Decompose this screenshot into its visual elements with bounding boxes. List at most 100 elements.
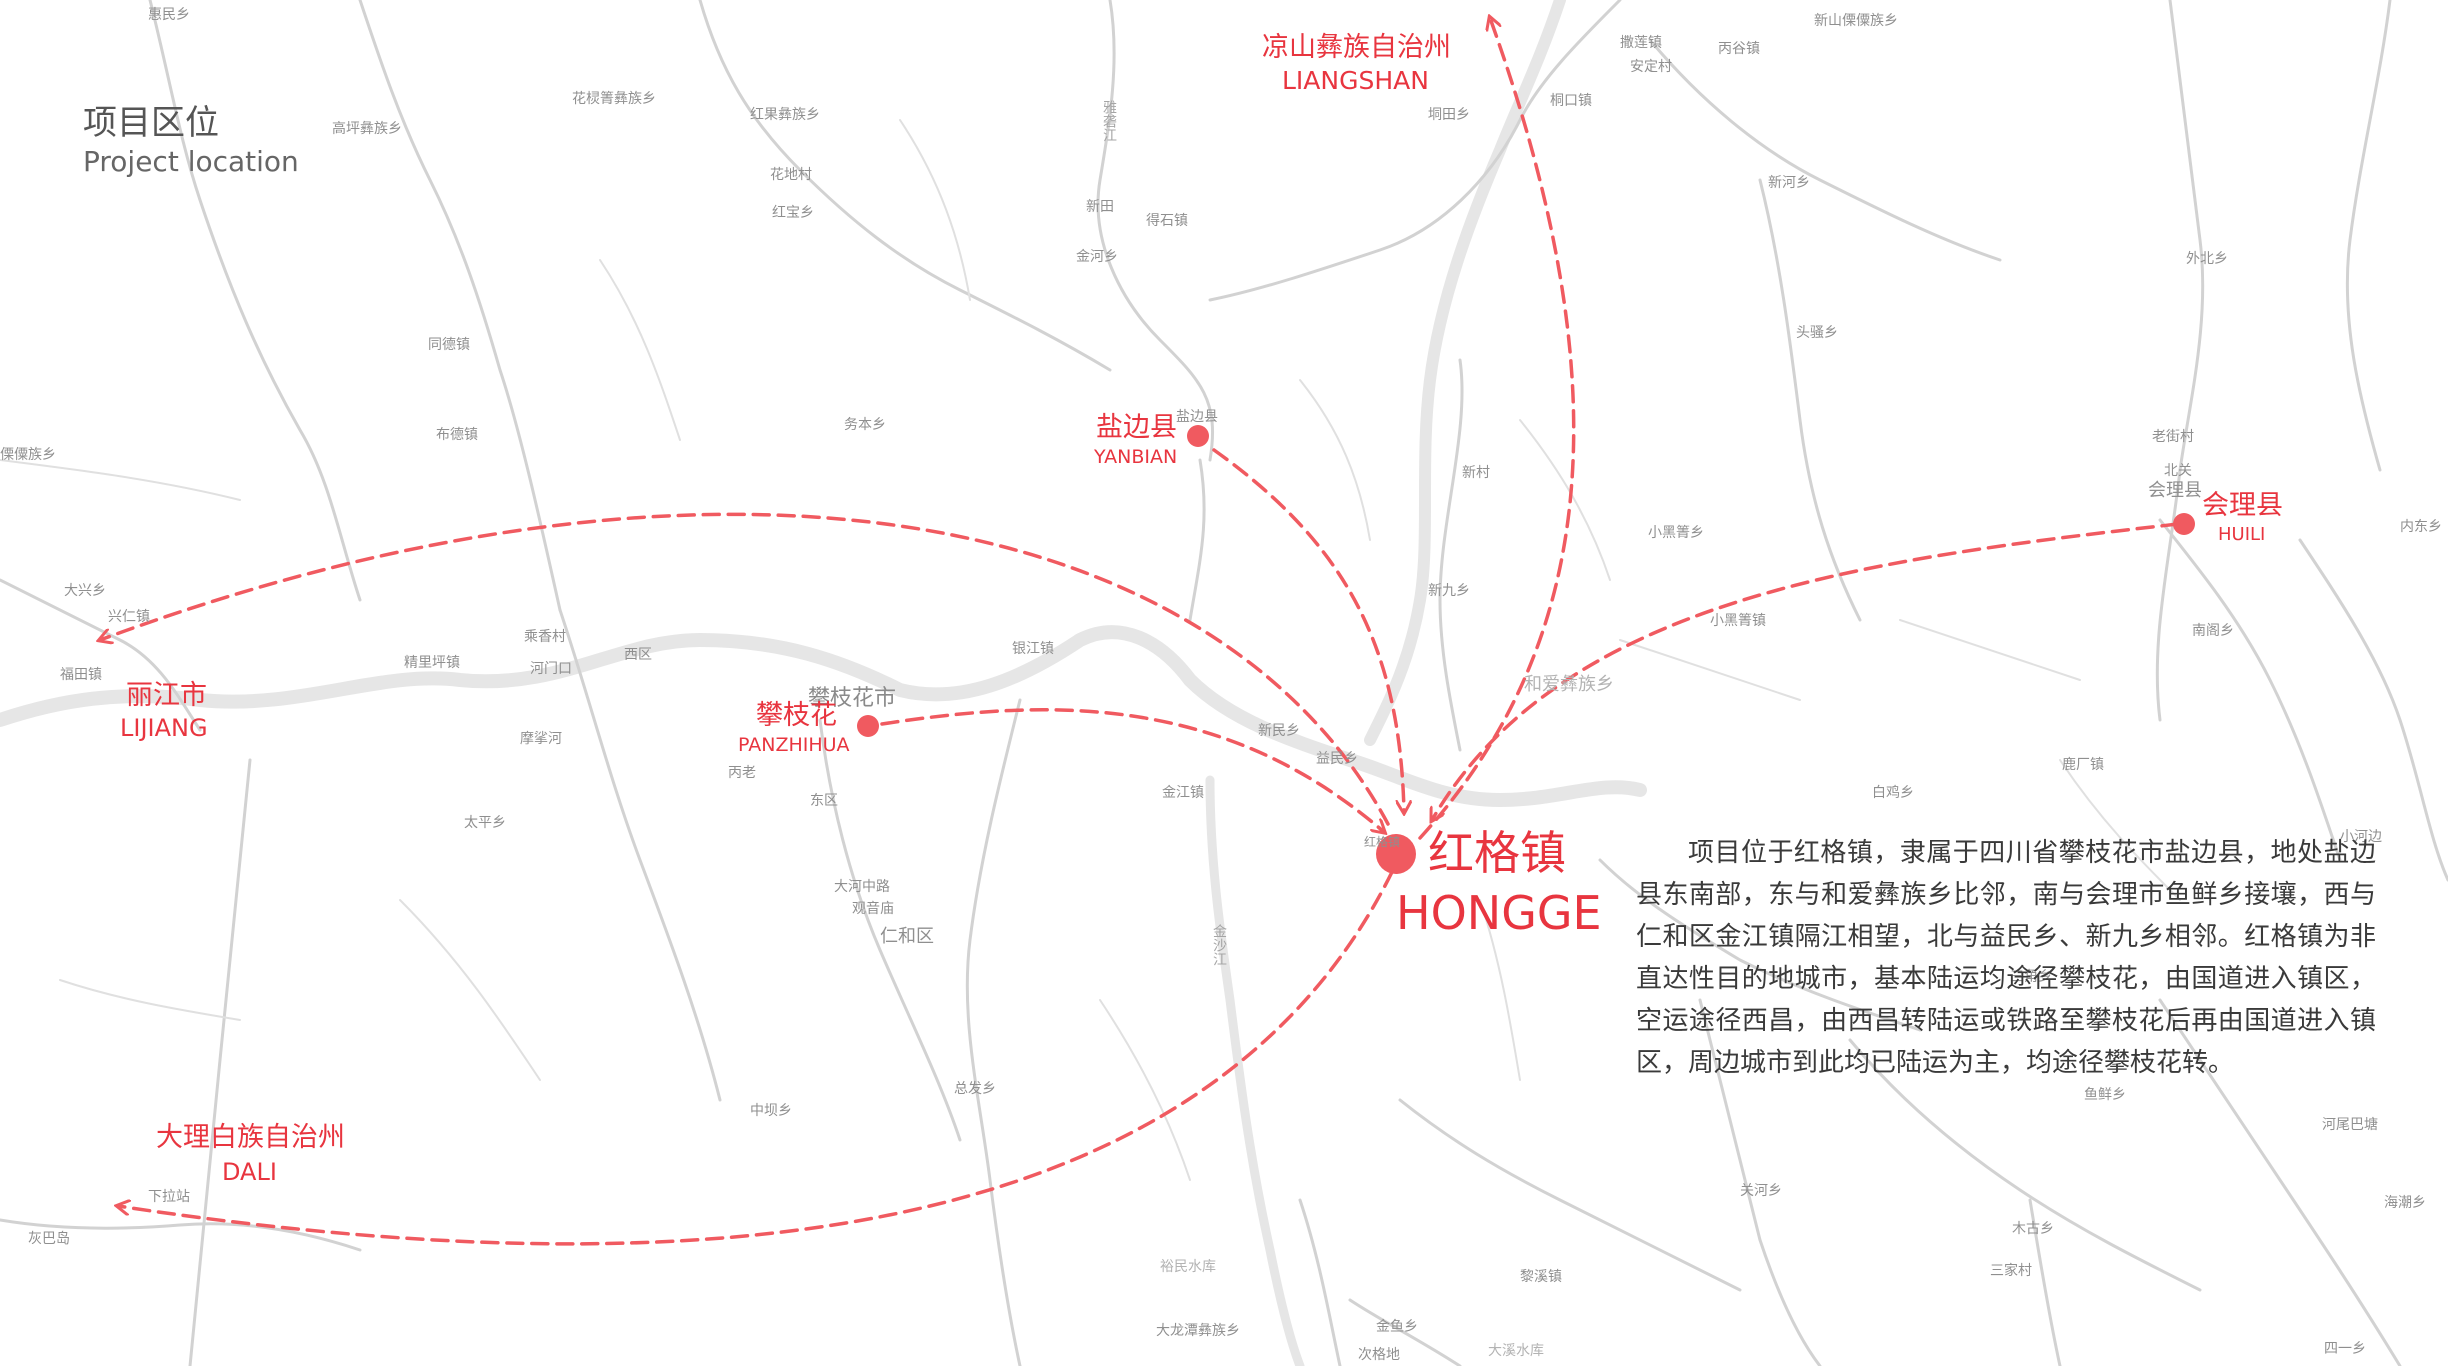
label-cige: 次格地 — [1358, 1347, 1400, 1363]
dali-en: DALI — [222, 1158, 277, 1186]
label-yimin: 益民乡 — [1316, 751, 1358, 767]
lijiang-cn[interactable]: 丽江市 — [126, 680, 207, 711]
secondary-roads — [0, 119, 2181, 1181]
route-panzhihua-hongge — [880, 708, 1384, 832]
label-sanjia: 三家村 — [1990, 1263, 2032, 1279]
hongge-dot[interactable] — [1376, 834, 1416, 874]
label-honggezhen-small: 红格镇 — [1364, 835, 1401, 849]
label-guanyinmiao: 观音庙 — [852, 901, 894, 917]
label-dongqu: 东区 — [810, 793, 838, 809]
label-huiba: 灰巴岛 — [28, 1231, 70, 1247]
label-jiuhe: 海潮乡 — [2384, 1195, 2426, 1211]
route-lijiang-hongge — [100, 512, 1390, 826]
label-wumu: 务本乡 — [844, 417, 886, 433]
label-hongguo: 红果彝族乡 — [750, 107, 820, 123]
label-zongfa: 总发乡 — [954, 1081, 996, 1097]
label-jinjiang: 金江镇 — [1162, 785, 1204, 801]
label-yanbian-small: 盐边县 — [1176, 409, 1218, 425]
label-anding: 安定村 — [1630, 59, 1672, 75]
label-jinhe: 金河乡 — [1076, 249, 1118, 265]
label-xingren: 兴仁镇 — [108, 609, 150, 625]
route-huili-hongge — [1432, 522, 2180, 820]
yanbian-en: YANBIAN — [1094, 446, 1178, 468]
label-budezhen: 布德镇 — [436, 427, 478, 443]
huili-cn[interactable]: 会理县 — [2202, 490, 2283, 521]
label-dahezhong: 大河中路 — [834, 879, 890, 895]
label-futian: 福田镇 — [60, 667, 102, 683]
yanbian-cn[interactable]: 盐边县 — [1096, 412, 1177, 443]
label-yuhe: 裕民水库 — [1160, 1259, 1216, 1275]
label-xiaola: 下拉站 — [148, 1189, 190, 1205]
label-river-yalong: 雅砻江 — [1101, 100, 1117, 142]
label-hongguang: 白鸡乡 — [1872, 785, 1914, 801]
label-xinshan: 新山傈僳族乡 — [1814, 13, 1898, 29]
label-sanjiaqiao: 三角乡 — [2010, 969, 2052, 985]
label-yinjiang: 银江镇 — [1012, 641, 1054, 657]
connection-routes — [100, 18, 2180, 1246]
label-huangmen: 撒莲镇 — [1620, 35, 1662, 51]
route-yanbian-hongge — [1212, 448, 1404, 812]
label-river-jinsha: 金沙江 — [1211, 924, 1227, 966]
label-detian: 得石镇 — [1146, 213, 1188, 229]
yanbian-dot — [1187, 425, 1209, 447]
panzhihua-cn[interactable]: 攀枝花 — [756, 700, 837, 731]
jinsha-river — [0, 625, 1647, 807]
label-nange: 南阁乡 — [2192, 623, 2234, 639]
label-huadi: 花地村 — [770, 167, 812, 183]
liangshan-en: LIANGSHAN — [1282, 66, 1429, 95]
label-guanhe2: 小河边 — [2340, 829, 2382, 845]
label-huahe: 河尾巴塘 — [2322, 1117, 2378, 1133]
huili-en: HUILI — [2218, 524, 2266, 545]
label-taiping: 太平乡 — [464, 815, 506, 831]
label-xinhe: 新河乡 — [1768, 175, 1810, 191]
label-moshu: 摩挲河 — [520, 731, 562, 747]
label-xinmin: 新民乡 — [1258, 723, 1300, 739]
label-hemenkou: 河门口 — [530, 661, 572, 677]
liangshan-cn[interactable]: 凉山彝族自治州 — [1262, 32, 1451, 63]
label-xintian: 新田 — [1086, 199, 1114, 215]
label-guanhe: 关河乡 — [1740, 1183, 1782, 1199]
huili-dot — [2173, 513, 2195, 535]
dali-cn[interactable]: 大理白族自治州 — [156, 1122, 345, 1153]
rivers — [0, 0, 1647, 1366]
hongge-cn[interactable]: 红格镇 — [1428, 826, 1566, 880]
label-bingnan: 丙老 — [728, 765, 756, 781]
label-laojie: 老街村 — [2152, 429, 2194, 445]
label-jinyu: 金鱼乡 — [1376, 1319, 1418, 1335]
label-lisu: 傈僳族乡 — [0, 447, 56, 463]
label-leixi: 乘香村 — [524, 629, 566, 645]
panzhihua-en: PANZHIHUA — [738, 734, 850, 756]
label-dazha: 大溪水库 — [1488, 1343, 1544, 1359]
lijiang-en: LIJIANG — [120, 714, 208, 742]
page-title: 项目区位 — [83, 103, 219, 143]
label-qiaobin: 黎溪镇 — [1520, 1269, 1562, 1285]
label-daxing: 大兴乡 — [64, 583, 106, 599]
label-renhe: 仁和区 — [880, 926, 934, 947]
panzhihua-dot — [857, 715, 879, 737]
label-huimin: 惠民乡 — [148, 7, 190, 23]
label-gaoping: 高坪彝族乡 — [332, 121, 402, 137]
route-hongge-liangshan — [1418, 18, 1576, 840]
label-xiqu: 西区 — [624, 647, 652, 663]
label-mugu: 木古乡 — [2012, 1221, 2054, 1237]
yalong-river — [1364, 0, 1566, 746]
anning-river — [1205, 775, 1305, 1366]
hongge-en: HONGGE — [1396, 886, 1602, 940]
label-neidong: 内东乡 — [2400, 519, 2442, 535]
label-beiguan: 北关 — [2164, 463, 2192, 479]
label-tongde: 同德镇 — [428, 337, 470, 353]
label-hongbao: 红宝乡 — [772, 205, 814, 221]
label-yuxian: 鱼鲜乡 — [2084, 1087, 2126, 1103]
label-tiantian: 垌田乡 — [1428, 107, 1470, 123]
label-siyi: 四一乡 — [2324, 1341, 2366, 1357]
label-luyang: 鹿厂镇 — [2062, 757, 2104, 773]
project-description: 项目位于红格镇，隶属于四川省攀枝花市盐边县，地处盐边县东南部，东与和爱彝族乡比邻… — [1636, 838, 2376, 1078]
city-dots — [857, 425, 2195, 874]
label-zhongba: 中坝乡 — [750, 1103, 792, 1119]
label-dalongtan: 大龙潭彝族乡 — [1156, 1323, 1240, 1339]
label-xiaohei2: 小黑箐镇 — [1710, 613, 1766, 629]
label-bingu: 丙谷镇 — [1718, 41, 1760, 57]
route-hongge-dali — [118, 870, 1394, 1246]
